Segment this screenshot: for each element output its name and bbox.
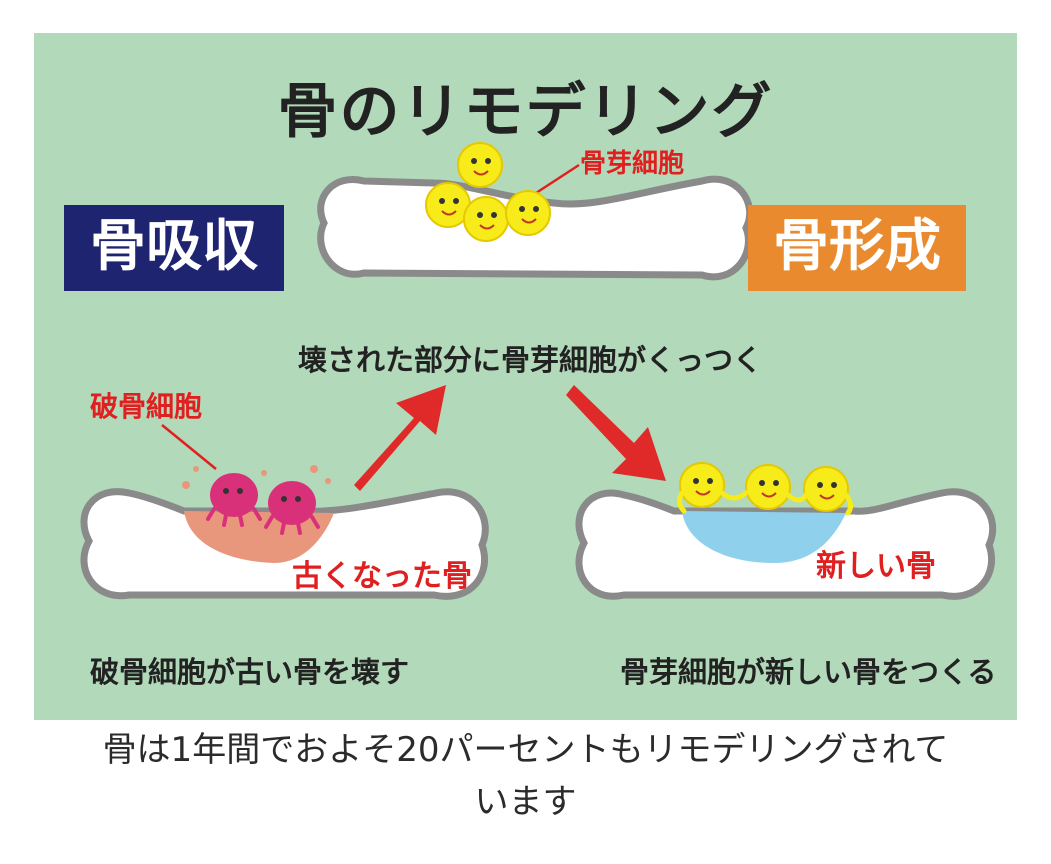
osteoblast-cluster-top (425, 142, 551, 242)
formation-label: 骨形成 (748, 205, 966, 291)
arrow-up (354, 385, 446, 491)
osteoblast-label: 骨芽細胞 (580, 149, 685, 179)
old-bone-label: 古くなった骨 (292, 559, 472, 594)
osteoblast-cluster-right (676, 462, 854, 516)
osteoblast-leader (535, 163, 580, 195)
diagram-panel: 骨のリモデリング 骨吸収 骨形成 骨芽細胞 破骨細胞 古くなった骨 新しい骨 壊… (34, 33, 1017, 720)
right-step-caption: 骨芽細胞が新しい骨をつくる (620, 655, 997, 689)
figure-caption: 骨は1年間でおよそ20パーセントもリモデリングされて います (0, 724, 1051, 828)
osteoclast-cluster (182, 465, 331, 535)
page-title: 骨のリモデリング (277, 77, 774, 147)
caption-line-1: 骨は1年間でおよそ20パーセントもリモデリングされて (102, 730, 949, 770)
middle-step-caption: 壊された部分に骨芽細胞がくっつく (298, 343, 763, 377)
resorption-label: 骨吸収 (64, 205, 284, 291)
new-bone-area (682, 511, 846, 563)
osteoclast-label: 破骨細胞 (90, 390, 203, 423)
left-step-caption: 破骨細胞が古い骨を壊す (90, 655, 410, 689)
osteoclast-leader (161, 424, 217, 470)
caption-line-2: います (474, 782, 577, 822)
diagram-scene (80, 142, 997, 600)
arrow-down (566, 385, 666, 481)
new-bone-label: 新しい骨 (816, 549, 936, 584)
